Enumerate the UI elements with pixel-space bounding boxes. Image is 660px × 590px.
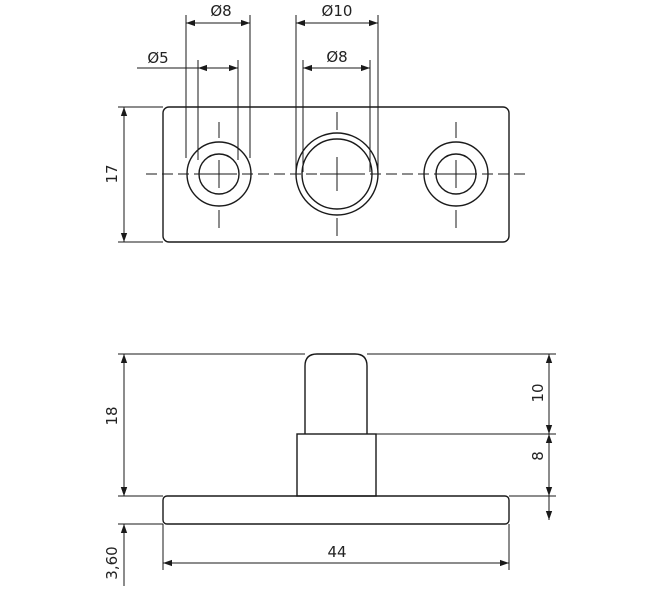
- dim-label-d8-center: Ø8: [326, 48, 347, 66]
- collar: [296, 433, 377, 497]
- dim-label-18: 18: [103, 406, 121, 425]
- center-hole: [295, 112, 379, 236]
- dimension-width-44: 44: [162, 524, 510, 570]
- dim-label-d8-left: Ø8: [210, 2, 231, 20]
- dimension-height-18: 18: [103, 353, 305, 497]
- dimension-d8-center: Ø8: [302, 48, 371, 172]
- dimension-thickness-3-60: 3,60: [103, 480, 163, 586]
- pin: [304, 353, 368, 434]
- dim-label-d5: Ø5: [147, 49, 168, 67]
- dimension-d10: Ø10: [295, 2, 379, 172]
- dim-label-44: 44: [327, 543, 346, 561]
- dim-label-3-60: 3,60: [103, 546, 121, 579]
- dimension-d5: Ø5: [137, 49, 239, 160]
- dimension-pin-10: 10: [367, 353, 556, 435]
- dimension-d8-left: Ø8: [185, 2, 251, 158]
- dim-label-8: 8: [529, 451, 547, 461]
- right-hole: [423, 122, 489, 228]
- left-hole: [186, 122, 252, 228]
- dimension-height-17: 17: [103, 106, 163, 243]
- dim-label-17: 17: [103, 164, 121, 183]
- top-view: Ø8 Ø5 Ø10 Ø8 17: [103, 2, 526, 243]
- dimension-collar-8: 8: [509, 434, 556, 520]
- side-view: 18 3,60 10 8 44: [103, 353, 556, 586]
- dim-label-d10: Ø10: [322, 2, 353, 20]
- base-plate: [162, 495, 510, 525]
- dim-label-10: 10: [529, 383, 547, 402]
